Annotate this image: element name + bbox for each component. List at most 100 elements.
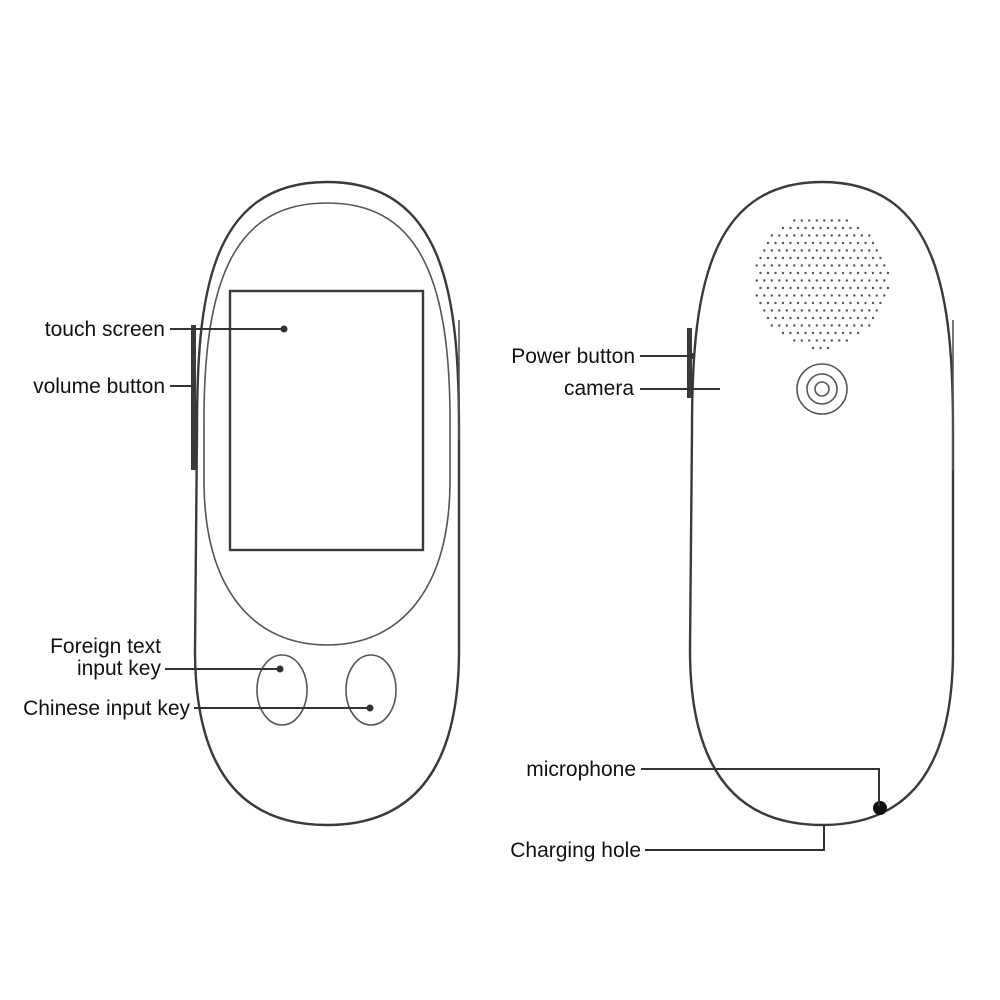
speaker-hole (838, 234, 841, 237)
speaker-hole (864, 271, 867, 275)
speaker-hole (785, 249, 788, 252)
speaker-hole (804, 271, 807, 275)
label-charging-hole: Charging hole (510, 839, 641, 862)
speaker-hole (755, 279, 758, 282)
speaker-hole (811, 301, 815, 305)
speaker-hole (819, 226, 822, 230)
speaker-hole (808, 339, 811, 342)
speaker-hole (804, 286, 807, 290)
speaker-hole (763, 264, 766, 267)
speaker-hole (811, 286, 815, 290)
speaker-hole (759, 271, 762, 275)
speaker-hole (826, 331, 830, 335)
speaker-hole (815, 339, 818, 342)
speaker-hole (834, 241, 837, 245)
speaker-hole (826, 286, 830, 290)
speaker-hole (778, 309, 781, 312)
label-camera: camera (564, 377, 634, 400)
speaker-hole (819, 346, 822, 350)
speaker-hole (868, 309, 871, 312)
speaker-hole (856, 301, 860, 305)
speaker-hole (785, 279, 788, 282)
speaker-hole (838, 264, 841, 267)
speaker-hole (853, 324, 856, 327)
speaker-hole (793, 279, 796, 282)
speaker-hole (823, 279, 826, 282)
speaker-hole (819, 331, 822, 335)
speaker-hole (778, 234, 781, 237)
speaker-hole (770, 309, 773, 312)
speaker-hole (823, 219, 826, 222)
speaker-hole (804, 256, 807, 260)
speaker-hole (875, 294, 878, 297)
speaker-hole (830, 249, 833, 252)
speaker-hole (778, 324, 781, 327)
speaker-hole (789, 256, 792, 260)
speaker-hole (808, 234, 811, 237)
speaker-hole (793, 339, 796, 342)
speaker-hole (796, 331, 800, 335)
speaker-hole (796, 226, 800, 230)
speaker-hole (793, 264, 796, 267)
speaker-hole (834, 301, 837, 305)
speaker-hole (845, 234, 848, 237)
speaker-hole (823, 339, 826, 342)
speaker-hole (868, 249, 871, 252)
speaker-hole (826, 316, 830, 320)
speaker-hole (804, 316, 807, 320)
camera-ring-middle (806, 373, 838, 405)
speaker-hole (845, 309, 848, 312)
speaker-hole (800, 279, 803, 282)
speaker-hole (853, 309, 856, 312)
speaker-hole (770, 279, 773, 282)
speaker-hole (763, 249, 766, 252)
speaker-hole (763, 294, 766, 297)
speaker-hole (793, 324, 796, 327)
speaker-hole (864, 301, 867, 305)
speaker-hole (849, 241, 852, 245)
speaker-hole (841, 316, 845, 320)
speaker-hole (766, 316, 770, 320)
speaker-hole (868, 324, 871, 327)
speaker-hole (823, 249, 826, 252)
speaker-hole (770, 294, 773, 297)
chinese-input-key-button (345, 654, 397, 726)
speaker-hole (849, 256, 852, 260)
speaker-hole (826, 226, 830, 230)
speaker-hole (811, 226, 815, 230)
label-chinese-input-key: Chinese input key (23, 697, 190, 720)
speaker-hole (789, 301, 792, 305)
speaker-hole (879, 271, 882, 275)
camera-ring-outer (796, 363, 848, 415)
speaker-hole (789, 286, 792, 290)
screen-bezel (203, 202, 451, 646)
speaker-hole (781, 301, 785, 305)
speaker-hole (796, 301, 800, 305)
speaker-hole (838, 249, 841, 252)
speaker-hole (838, 219, 841, 222)
label-power-button: Power button (511, 345, 635, 368)
speaker-hole (804, 241, 807, 245)
speaker-hole (778, 279, 781, 282)
speaker-hole (868, 294, 871, 297)
speaker-hole (774, 286, 777, 290)
speaker-hole (800, 249, 803, 252)
speaker-hole (811, 346, 815, 350)
speaker-hole (845, 324, 848, 327)
speaker-hole (808, 309, 811, 312)
speaker-hole (815, 219, 818, 222)
speaker-hole (800, 324, 803, 327)
speaker-hole (849, 316, 852, 320)
speaker-hole (856, 226, 860, 230)
speaker-hole (819, 316, 822, 320)
speaker-hole (804, 331, 807, 335)
speaker-hole (789, 226, 792, 230)
speaker-hole (838, 309, 841, 312)
speaker-hole (774, 316, 777, 320)
speaker-hole (856, 256, 860, 260)
speaker-hole (763, 309, 766, 312)
speaker-hole (830, 264, 833, 267)
speaker-hole (766, 286, 770, 290)
speaker-hole (879, 286, 882, 290)
label-touch-screen: touch screen (45, 318, 165, 341)
